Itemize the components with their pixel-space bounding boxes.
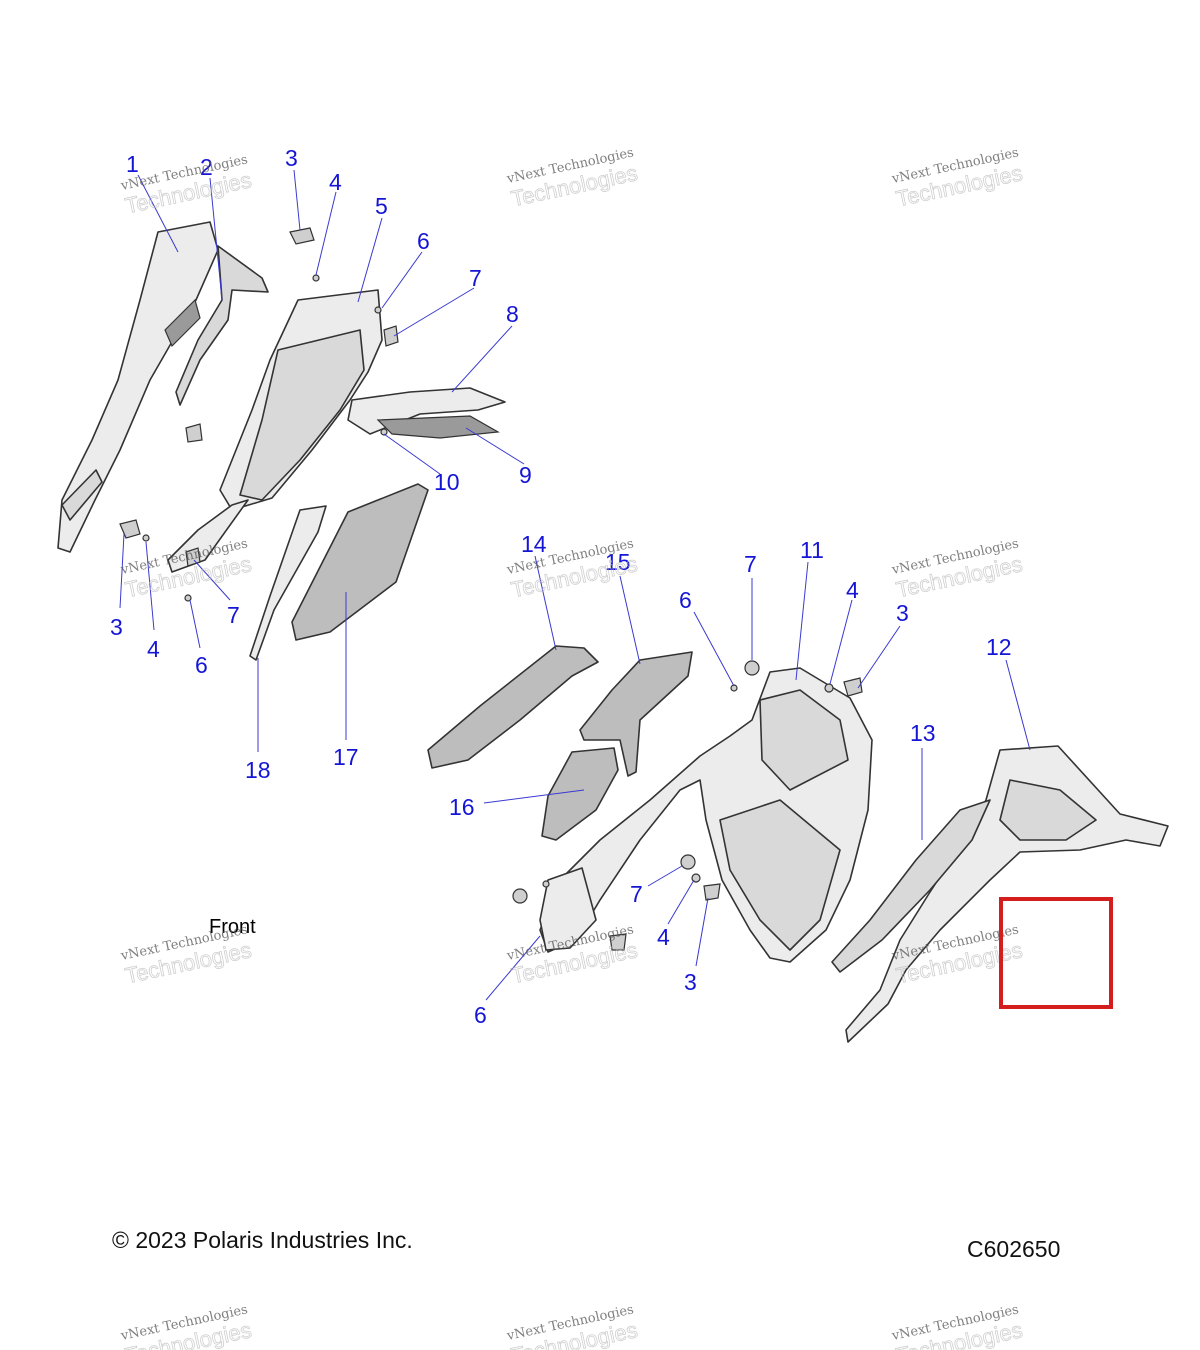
callout-4-lower: 4 xyxy=(657,924,670,950)
callout-3-right: 3 xyxy=(896,600,909,626)
left-assembly xyxy=(57,221,506,661)
part-5-inner xyxy=(239,329,365,501)
leader-lines xyxy=(119,169,1031,1001)
callout-3: 3 xyxy=(285,145,298,171)
part-2-bracket xyxy=(175,245,269,406)
part-13-strip xyxy=(831,799,991,973)
front-label: Front xyxy=(209,916,256,938)
callout-11: 11 xyxy=(800,537,824,563)
callout-14: 14 xyxy=(521,531,547,557)
part-9-insert xyxy=(376,415,500,439)
callout-1: 1 xyxy=(126,151,139,177)
callout-13: 13 xyxy=(910,720,936,746)
callout-4: 4 xyxy=(329,169,342,195)
fastener-mid xyxy=(185,423,203,443)
watermark: vNext Technologies Technologies xyxy=(505,145,640,211)
part-15-panel xyxy=(579,651,693,777)
callout-5: 5 xyxy=(375,193,388,219)
part-1-lower xyxy=(61,469,103,521)
nut-7-top xyxy=(383,325,399,347)
callout-7-right: 7 xyxy=(744,551,757,577)
watermark: vNext Technologies Technologies xyxy=(890,145,1025,211)
callout-8: 8 xyxy=(506,301,519,327)
watermark: vNext Technologies Technologies xyxy=(119,1302,254,1350)
screw-10 xyxy=(380,428,388,436)
callout-9: 9 xyxy=(519,462,532,488)
nut-side xyxy=(512,888,528,904)
nut-7-lower xyxy=(680,854,696,870)
fastener-3-top xyxy=(289,227,315,245)
nut-7-bottom xyxy=(185,547,201,567)
callout-3-lower: 3 xyxy=(684,969,697,995)
callout-12: 12 xyxy=(986,634,1012,660)
part-12-shade xyxy=(999,779,1097,841)
washer-4-upper xyxy=(824,683,834,693)
callout-4-right: 4 xyxy=(846,577,859,603)
callout-6-left: 6 xyxy=(195,652,208,678)
nut-7-upper xyxy=(744,660,760,676)
fastener-3-lower xyxy=(703,883,721,901)
watermark: vNext Technologies Technologies xyxy=(505,1302,640,1350)
highlight-box xyxy=(999,897,1113,1009)
screw-6-lower xyxy=(542,880,550,888)
left-hardware xyxy=(119,227,399,602)
part-11-bracket xyxy=(539,867,597,951)
watermark: vNext Technologies Technologies xyxy=(890,536,1025,602)
callout-6: 6 xyxy=(417,228,430,254)
watermark: vNext Technologies Technologies xyxy=(119,922,254,988)
figure-code: C602650 xyxy=(967,1236,1061,1262)
part-11-window xyxy=(759,689,849,791)
right-hardware xyxy=(512,660,863,951)
washer-4-bottom xyxy=(142,534,150,542)
watermark: vNext Technologies Technologies xyxy=(890,1302,1025,1350)
part-18-strip xyxy=(249,505,327,661)
callout-6-right: 6 xyxy=(679,587,692,613)
callout-16: 16 xyxy=(449,794,475,820)
copyright-text: © 2023 Polaris Industries Inc. xyxy=(112,1227,413,1253)
part-14-panel xyxy=(427,645,599,769)
callout-10: 10 xyxy=(434,469,460,495)
callout-17: 17 xyxy=(333,744,359,770)
fastener-3-bottom xyxy=(119,519,141,539)
part-1-detail xyxy=(164,298,201,348)
screw-6-top xyxy=(374,306,382,314)
fastener-bottom xyxy=(609,933,627,951)
callout-4-left: 4 xyxy=(147,636,160,662)
washer-4-top xyxy=(312,274,320,282)
callout-18: 18 xyxy=(245,757,271,783)
part-11-face xyxy=(719,799,841,951)
callout-3-left: 3 xyxy=(110,614,123,640)
callout-2: 2 xyxy=(200,154,213,180)
part-17-panel xyxy=(291,483,429,641)
callout-7-left: 7 xyxy=(227,602,240,628)
callouts: 1 2 3 4 5 6 7 8 9 10 3 4 7 6 18 17 14 15… xyxy=(110,145,1012,1028)
callout-7: 7 xyxy=(469,265,482,291)
callout-7-lower: 7 xyxy=(630,881,643,907)
callout-6-lower: 6 xyxy=(474,1002,487,1028)
watermarks: vNext Technologies Technologies vNext Te… xyxy=(119,145,1025,1350)
part-16-panel xyxy=(541,747,619,841)
part-1-side-panel xyxy=(57,221,219,553)
callout-15: 15 xyxy=(605,549,631,575)
screw-6-bottom xyxy=(184,594,192,602)
fastener-3-upper xyxy=(843,677,863,697)
right-assembly xyxy=(427,645,1169,1043)
watermark: vNext Technologies Technologies xyxy=(119,152,254,218)
